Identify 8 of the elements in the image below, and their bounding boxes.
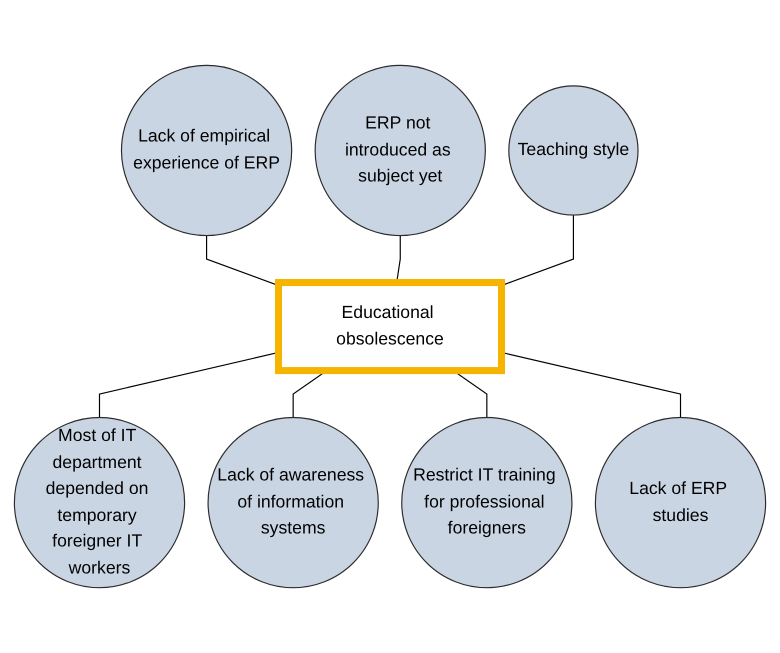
node-circle: Teaching style — [508, 85, 639, 216]
node-circle: Lack of awareness of information systems — [207, 416, 379, 588]
node-circle: ERP not introduced as subject yet — [314, 64, 486, 236]
node-circle: Restrict IT training for professional foreigners — [401, 416, 573, 588]
node-box: Educational obsolescence — [274, 278, 506, 374]
node-circle: Lack of empirical experience of ERP — [120, 64, 292, 236]
node-circle: Most of IT department depended on temporary foreigner IT workers — [14, 416, 186, 588]
node-circle: Lack of ERP studies — [594, 416, 766, 588]
